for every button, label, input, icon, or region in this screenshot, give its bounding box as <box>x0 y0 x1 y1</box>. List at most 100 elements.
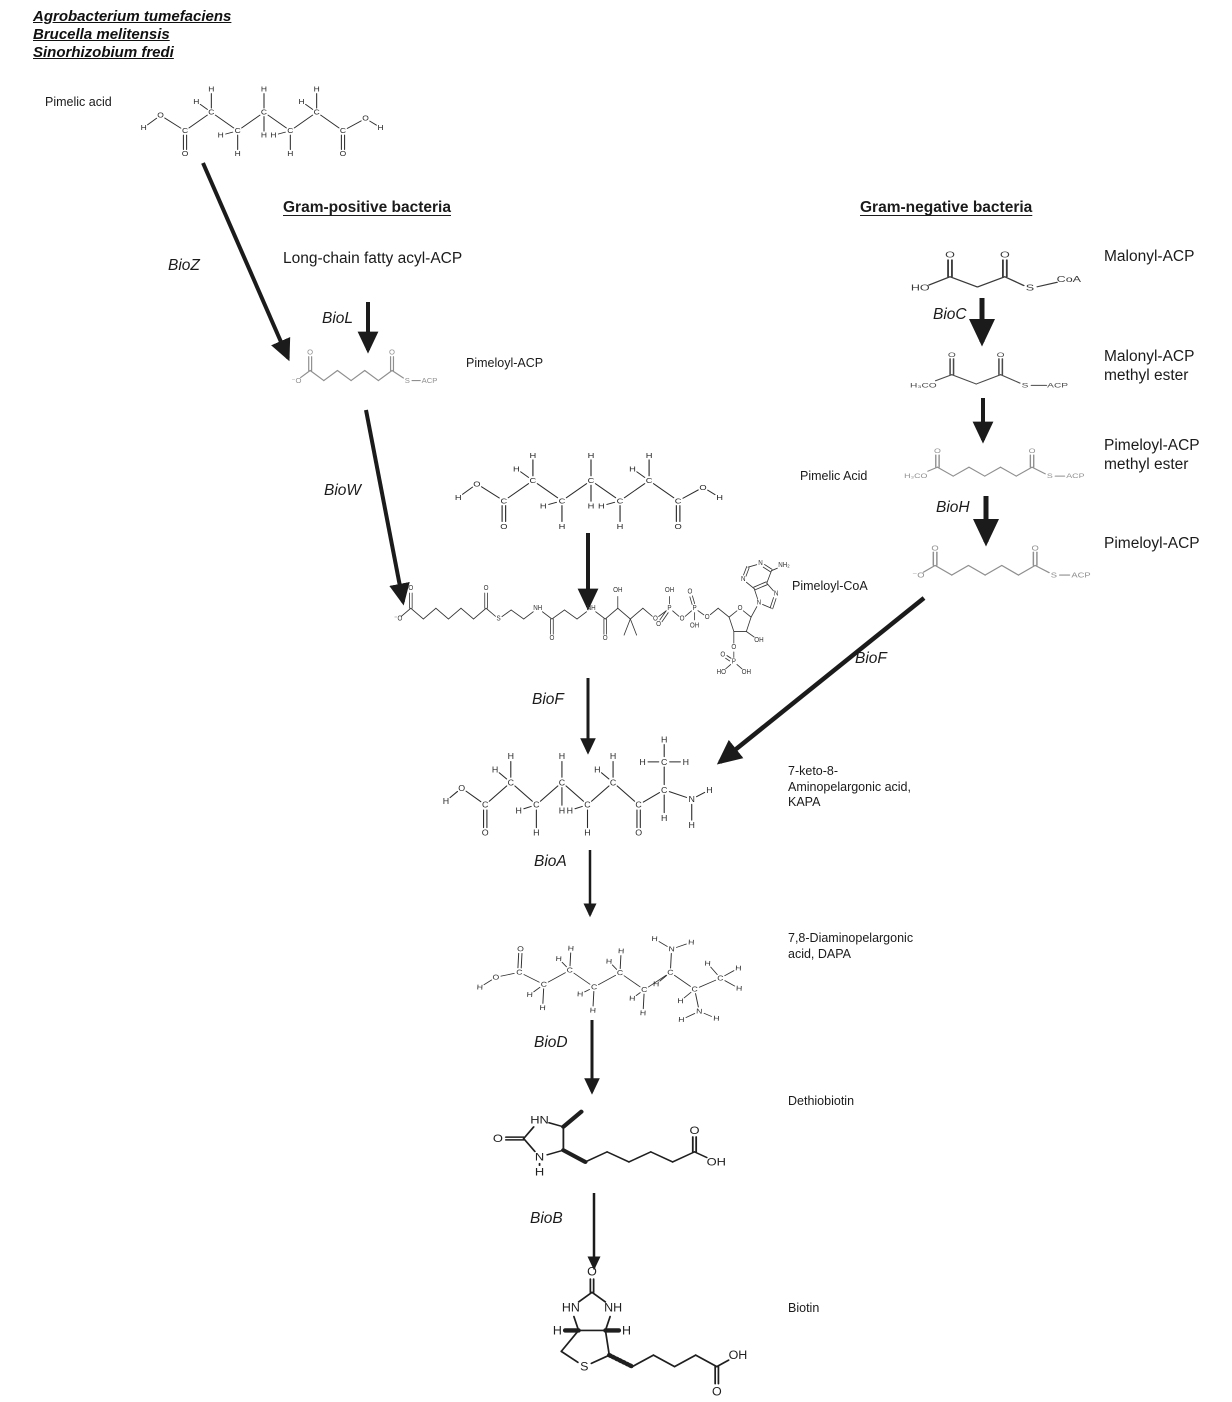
svg-text:O: O <box>408 585 413 592</box>
svg-text:C: C <box>287 127 294 135</box>
svg-text:S: S <box>1022 381 1029 389</box>
svg-text:N: N <box>535 1151 544 1164</box>
svg-text:ACP: ACP <box>1071 571 1091 580</box>
svg-text:O: O <box>587 1264 597 1278</box>
svg-text:H: H <box>314 85 320 93</box>
svg-text:O: O <box>517 945 524 953</box>
svg-text:H: H <box>141 124 147 132</box>
svg-text:NH: NH <box>533 605 542 612</box>
svg-text:O: O <box>484 585 489 592</box>
svg-text:H: H <box>261 131 267 139</box>
svg-text:C: C <box>482 800 488 810</box>
svg-text:H: H <box>567 806 573 816</box>
svg-text:H: H <box>683 757 689 767</box>
svg-text:H: H <box>618 947 625 955</box>
svg-text:OH: OH <box>613 587 623 594</box>
svg-text:O: O <box>997 351 1005 359</box>
svg-text:O: O <box>635 828 642 838</box>
svg-text:OH: OH <box>690 622 700 629</box>
svg-text:N: N <box>689 794 695 804</box>
svg-text:O: O <box>492 973 499 981</box>
svg-text:H: H <box>661 813 667 823</box>
svg-text:N: N <box>741 576 746 583</box>
svg-text:C: C <box>591 983 598 991</box>
svg-text:H: H <box>261 85 267 93</box>
svg-text:C: C <box>610 778 616 788</box>
svg-text:C: C <box>235 127 242 135</box>
svg-text:O: O <box>549 635 554 642</box>
svg-text:O: O <box>500 522 508 531</box>
svg-text:C: C <box>584 800 590 810</box>
svg-text:S: S <box>1047 472 1053 480</box>
svg-text:C: C <box>646 476 653 485</box>
svg-text:H₃CO: H₃CO <box>904 472 927 480</box>
svg-text:H: H <box>540 501 547 510</box>
heading-gram-positive: Gram-positive bacteria <box>283 199 451 216</box>
svg-text:O: O <box>687 588 692 595</box>
svg-text:H₃CO: H₃CO <box>910 381 937 389</box>
species-list: Agrobacterium tumefaciens Brucella melit… <box>33 8 231 62</box>
enzyme-biol: BioL <box>322 310 354 327</box>
enzyme-biob: BioB <box>530 1210 563 1227</box>
svg-text:H: H <box>736 984 743 992</box>
svg-text:O: O <box>931 543 939 552</box>
svg-text:C: C <box>661 785 667 795</box>
svg-text:H: H <box>622 1323 631 1337</box>
label-pimelic-acid-mid: Pimelic Acid <box>800 469 868 483</box>
enzyme-biof-right: BioF <box>855 650 887 667</box>
svg-text:O: O <box>603 635 608 642</box>
svg-text:H: H <box>218 131 224 139</box>
label-pimeloyl-acp-methyl-ester: Pimeloyl-ACP methyl ester <box>1104 437 1200 473</box>
svg-text:O: O <box>680 615 685 622</box>
svg-text:H: H <box>689 820 695 830</box>
svg-text:C: C <box>617 496 624 505</box>
svg-text:O: O <box>699 483 707 492</box>
label-dapa: 7,8-Diaminopelargonic acid, DAPA <box>788 931 914 961</box>
svg-text:O: O <box>340 150 347 158</box>
svg-text:H: H <box>559 522 566 531</box>
svg-text:NH: NH <box>587 605 596 612</box>
svg-text:C: C <box>541 980 548 988</box>
svg-text:HN: HN <box>562 1301 580 1315</box>
svg-text:C: C <box>501 496 508 505</box>
svg-text:H: H <box>533 828 539 838</box>
svg-text:H: H <box>299 98 305 106</box>
svg-text:O: O <box>653 615 658 622</box>
enzyme-bioz: BioZ <box>168 257 200 274</box>
svg-text:H: H <box>443 796 449 806</box>
svg-text:C: C <box>588 476 595 485</box>
svg-text:C: C <box>717 974 724 982</box>
svg-text:O: O <box>307 348 313 357</box>
svg-text:H: H <box>617 522 624 531</box>
label-pimelic-acid-top: Pimelic acid <box>45 95 112 109</box>
svg-text:H: H <box>476 983 483 991</box>
svg-text:C: C <box>314 108 321 116</box>
svg-text:N: N <box>774 590 779 597</box>
svg-text:O: O <box>738 605 743 612</box>
svg-text:O: O <box>1029 447 1036 455</box>
svg-text:C: C <box>559 496 566 505</box>
svg-text:H: H <box>508 751 514 761</box>
svg-text:S: S <box>497 615 502 622</box>
svg-text:H: H <box>568 944 575 952</box>
svg-text:OH: OH <box>754 637 764 644</box>
svg-text:C: C <box>566 966 573 974</box>
svg-text:O: O <box>157 111 164 119</box>
svg-text:O: O <box>482 828 489 838</box>
svg-text:HN: HN <box>530 1114 549 1127</box>
svg-text:H: H <box>735 964 742 972</box>
svg-text:H: H <box>208 85 214 93</box>
svg-text:ACP: ACP <box>1047 381 1068 389</box>
svg-text:H: H <box>640 1009 647 1017</box>
svg-text:H: H <box>577 990 584 998</box>
label-long-chain-fatty-acyl-acp: Long-chain fatty acyl-ACP <box>283 250 463 267</box>
svg-text:C: C <box>675 496 682 505</box>
